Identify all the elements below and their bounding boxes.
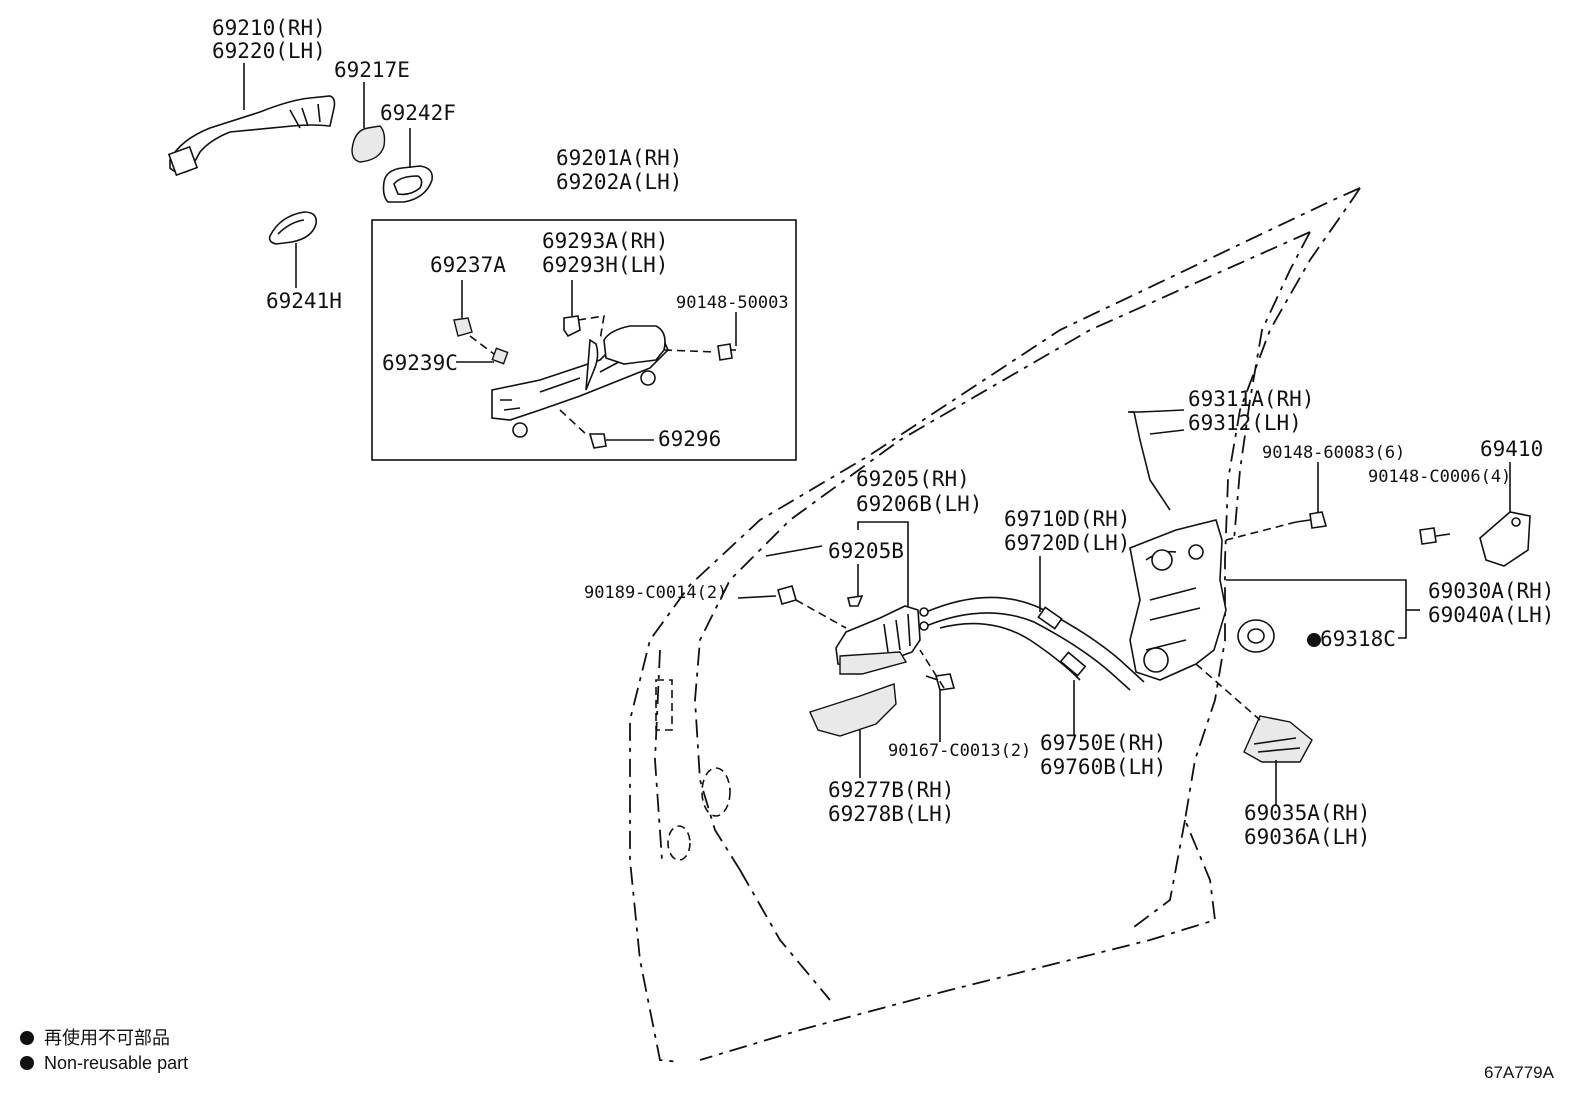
label-90148-60083: 90148-60083(6) <box>1262 443 1405 463</box>
legend-bullet-icon <box>20 1056 34 1070</box>
label-90189-C0014: 90189-C0014(2) <box>584 583 727 603</box>
box-dashed-guides <box>469 315 717 437</box>
label-69410: 69410 <box>1480 437 1543 461</box>
legend-bullet-icon <box>20 1031 34 1045</box>
label-69030A: 69030A(RH) <box>1428 579 1554 603</box>
label-69296: 69296 <box>658 427 721 451</box>
screw-90148-C0006 <box>1419 527 1451 545</box>
door-lock-69030A <box>1129 519 1227 681</box>
inside-handle-assembly <box>835 605 921 675</box>
label-69036A: 69036A(LH) <box>1244 825 1370 849</box>
label-69318C: 69318C <box>1320 627 1396 651</box>
label-69277B: 69277B(RH) <box>828 778 954 802</box>
handle-gasket <box>268 211 318 245</box>
handle-frame-mechanism <box>491 325 669 438</box>
label-69206B: 69206B(LH) <box>856 492 982 516</box>
label-69210: 69210(RH) <box>212 16 326 40</box>
handle-cap <box>351 125 386 163</box>
label-69293A: 69293A(RH) <box>542 229 668 253</box>
label-69201A: 69201A(RH) <box>556 146 682 170</box>
control-cable-69750E <box>939 622 1087 681</box>
inside-dashed-guides <box>795 599 945 689</box>
label-69205B: 69205B <box>828 539 904 563</box>
label-69040A: 69040A(LH) <box>1428 603 1554 627</box>
label-69293H: 69293H(LH) <box>542 253 668 277</box>
outside-handle-assembly <box>167 95 336 177</box>
part-labels: 69210(RH) 69220(LH) 69217E 69242F 69241H… <box>212 16 1554 849</box>
diagram-code: 67A779A <box>1484 1063 1555 1082</box>
label-69237A: 69237A <box>430 253 506 277</box>
door-frame-outline <box>629 187 1361 1063</box>
label-69312: 69312(LH) <box>1188 411 1302 435</box>
leader-lines <box>243 63 1511 806</box>
legend-en: Non-reusable part <box>44 1053 188 1073</box>
label-69710D: 69710D(RH) <box>1004 507 1130 531</box>
label-69035A: 69035A(RH) <box>1244 801 1370 825</box>
non-reusable-marker-69318C <box>1307 633 1321 647</box>
bracket-69293 <box>563 315 581 338</box>
screw-69296 <box>588 433 607 449</box>
small-clip-69237A <box>453 317 473 337</box>
label-69720D: 69720D(LH) <box>1004 531 1130 555</box>
legend: 再使用不可部品 Non-reusable part <box>20 1028 188 1073</box>
label-90167-C0013: 90167-C0013(2) <box>888 741 1031 761</box>
handle-pad <box>382 165 434 203</box>
label-69750E: 69750E(RH) <box>1040 731 1166 755</box>
frame-assembly-box <box>371 219 797 461</box>
legend-zh: 再使用不可部品 <box>44 1028 170 1048</box>
label-69278B: 69278B(LH) <box>828 802 954 826</box>
lock-cover-69035A <box>1195 663 1313 763</box>
label-69760B: 69760B(LH) <box>1040 755 1166 779</box>
bolt-90167-C0013 <box>925 673 956 691</box>
inside-handle-bezel-69277B <box>809 683 897 737</box>
label-69239C: 69239C <box>382 351 458 375</box>
cushion-69239C <box>491 347 509 365</box>
control-cable-69710D <box>919 596 1145 691</box>
label-90148-C0006: 90148-C0006(4) <box>1368 467 1511 487</box>
label-69220: 69220(LH) <box>212 39 326 63</box>
label-69311A: 69311A(RH) <box>1188 387 1314 411</box>
screw-90148-60083 <box>1225 511 1328 541</box>
clip-69205B <box>847 595 864 607</box>
lock-rod-69311A <box>1128 411 1171 511</box>
label-69242F: 69242F <box>380 101 456 125</box>
screw-90148-50003 <box>717 343 736 361</box>
clip-90189-C0014 <box>777 585 797 605</box>
label-69241H: 69241H <box>266 289 342 313</box>
label-69217E: 69217E <box>334 58 410 82</box>
seal-69318C <box>1237 619 1275 653</box>
label-90148-50003: 90148-50003 <box>676 293 789 313</box>
label-69202A: 69202A(LH) <box>556 170 682 194</box>
label-69205: 69205(RH) <box>856 467 970 491</box>
striker-69410 <box>1479 511 1531 567</box>
